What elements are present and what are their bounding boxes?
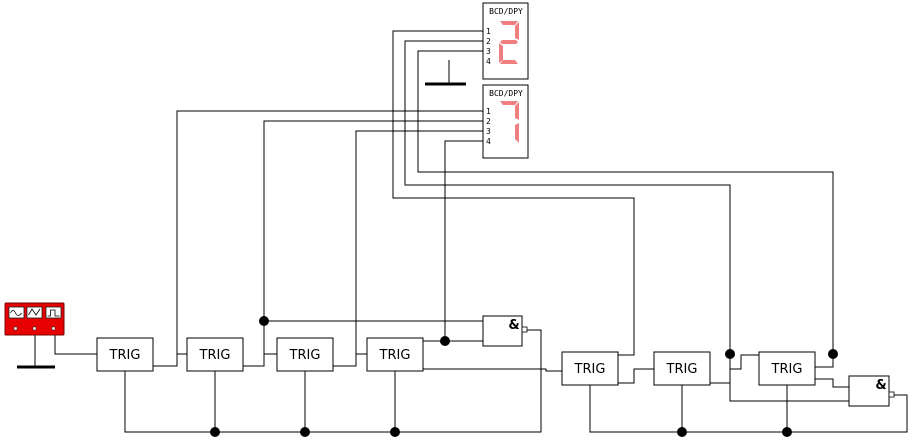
- trig-label: TRIG: [666, 362, 698, 377]
- triangle-wave-icon: [28, 308, 41, 316]
- square-wave-icon: [47, 309, 60, 317]
- inverter-bubble: [521, 326, 528, 333]
- pin-label: 4: [486, 137, 491, 146]
- junction-dot: [725, 349, 735, 359]
- trig-label: TRIG: [574, 362, 606, 377]
- bcd-display-upper[interactable]: BCD/DPY 1 2 3 4: [482, 2, 529, 80]
- signal-generator[interactable]: [4, 302, 65, 336]
- trig-2[interactable]: TRIG: [186, 337, 244, 372]
- junction-dot: [440, 336, 450, 346]
- sine-wave-icon: [10, 310, 22, 316]
- pin-label: 2: [486, 117, 491, 126]
- pin-label: 1: [486, 107, 491, 116]
- segment-g: [500, 40, 518, 44]
- nand-gate-1[interactable]: &: [482, 315, 528, 347]
- junction-dot: [828, 349, 838, 359]
- junction-dot: [782, 427, 792, 437]
- pin-label: 4: [486, 57, 491, 66]
- junctions: [210, 316, 838, 437]
- segment-a: [500, 21, 518, 25]
- wires: [17, 30, 908, 433]
- display-label: BCD/DPY: [489, 7, 523, 16]
- trig-label: TRIG: [771, 362, 803, 377]
- nand-gate-2[interactable]: &: [848, 375, 895, 407]
- segment-d: [500, 60, 518, 64]
- segment-b: [515, 102, 519, 120]
- trig-3[interactable]: TRIG: [276, 337, 334, 372]
- segment-a: [500, 101, 518, 105]
- seven-segment-digit-7: [500, 101, 519, 143]
- trig-7[interactable]: TRIG: [758, 351, 816, 386]
- trig-6[interactable]: TRIG: [653, 351, 711, 386]
- trig-label: TRIG: [109, 348, 141, 363]
- segment-c: [515, 123, 519, 143]
- and-label: &: [508, 318, 519, 333]
- inverter-bubble: [888, 391, 895, 398]
- pin-label: 3: [486, 127, 491, 136]
- junction-dot: [210, 427, 220, 437]
- display-label: BCD/DPY: [489, 89, 523, 98]
- pin-label: 1: [486, 27, 491, 36]
- trig-label: TRIG: [379, 348, 411, 363]
- bcd-display-lower[interactable]: BCD/DPY 1 2 3 4: [482, 84, 529, 159]
- pin-label: 3: [486, 47, 491, 56]
- trig-1[interactable]: TRIG: [96, 337, 154, 372]
- segment-b: [515, 22, 519, 40]
- segment-e: [499, 43, 503, 63]
- pin-label: 2: [486, 37, 491, 46]
- junction-dot: [300, 427, 310, 437]
- junction-dot: [259, 316, 269, 326]
- junction-dot: [677, 427, 687, 437]
- trig-4[interactable]: TRIG: [366, 337, 424, 372]
- trig-5[interactable]: TRIG: [561, 351, 619, 386]
- trig-label: TRIG: [199, 348, 231, 363]
- and-label: &: [875, 378, 886, 393]
- trig-label: TRIG: [289, 348, 321, 363]
- junction-dot: [390, 427, 400, 437]
- seven-segment-digit-2: [499, 21, 519, 64]
